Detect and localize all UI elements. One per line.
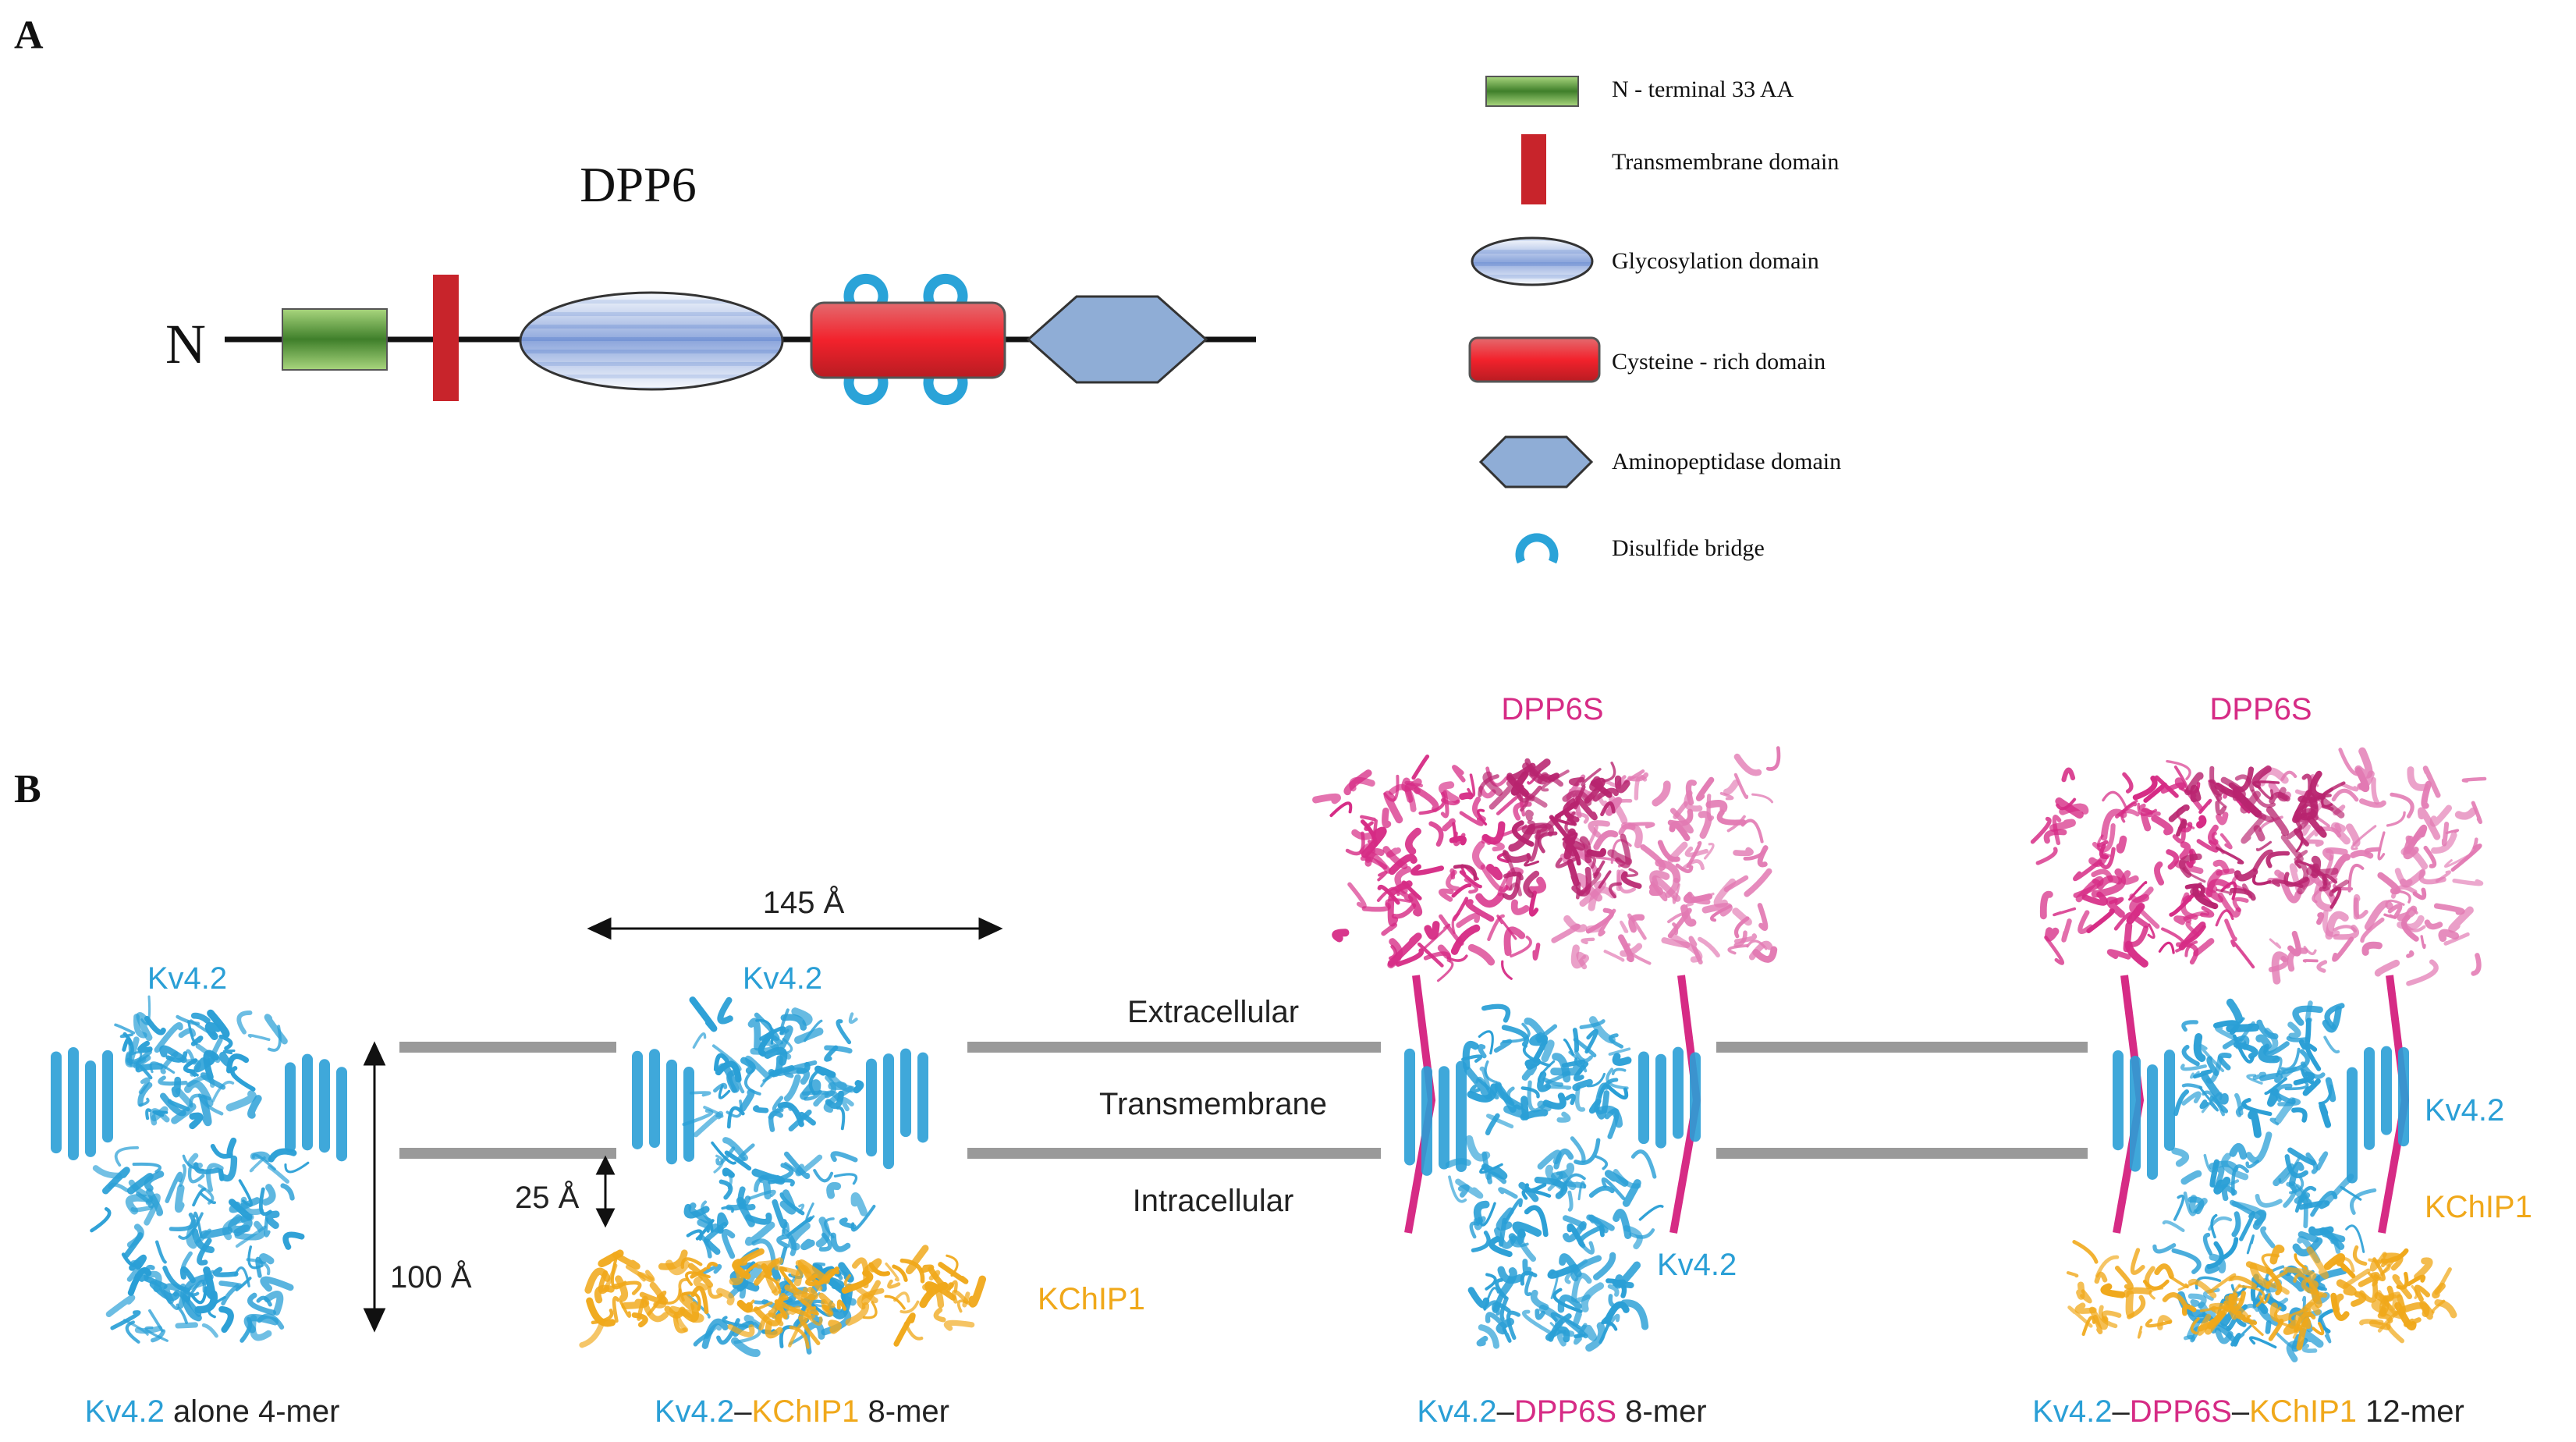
caption-part: 8-mer — [1616, 1394, 1707, 1429]
caption-part: – — [2112, 1394, 2130, 1429]
kchip1-label-2: KChIP1 — [1038, 1282, 1145, 1316]
caption-part: – — [1497, 1394, 1515, 1429]
caption-1: Kv4.2 alone 4-mer — [85, 1394, 340, 1429]
caption-part: DPP6S — [2130, 1394, 2232, 1429]
caption-part: – — [2232, 1394, 2250, 1429]
legend-label: Disulfide bridge — [1612, 535, 1765, 561]
kv42-t1-domain — [1445, 1135, 1664, 1263]
height-label: 100 Å — [390, 1259, 472, 1295]
caption-part: Kv4.2 — [85, 1394, 165, 1429]
kchip1-ring — [2066, 1240, 2457, 1351]
n-terminus-label: N — [165, 313, 206, 375]
red-rectangle-icon — [1521, 134, 1546, 204]
cysteine-rich-domain — [810, 301, 1006, 379]
kv42-label-4: Kv4.2 — [2425, 1093, 2504, 1128]
dpp6s-structure-4 — [2030, 747, 2487, 986]
membrane-lines — [399, 1042, 2088, 1159]
gap-dimension — [595, 1155, 616, 1228]
legend-label: Transmembrane domain — [1612, 149, 1839, 175]
kv42-pore-core — [114, 995, 288, 1130]
caption-part: KChIP1 — [2249, 1394, 2357, 1429]
blue-hexagon-icon — [1478, 435, 1594, 488]
legend-label: Glycosylation domain — [1612, 248, 1819, 274]
kv42-helices-left — [1404, 1048, 1467, 1176]
kv42-cytoplasmic-domain — [1467, 1252, 1649, 1352]
caption-4: Kv4.2–DPP6S–KChIP1 12-mer — [2032, 1394, 2464, 1429]
dpp6s-lobe-left — [2030, 759, 2255, 969]
dpp6s-label-4: DPP6S — [2209, 692, 2312, 726]
dpp6s-lobe-right — [1551, 746, 1781, 970]
kv42-helices-right — [1638, 1046, 1701, 1149]
legend-label: Aminopeptidase domain — [1612, 449, 1841, 474]
kv42-t1-domain — [90, 1137, 310, 1264]
kv42-pore-core — [682, 996, 864, 1138]
striped-ellipse-icon — [1471, 236, 1594, 286]
caption-part: 12-mer — [2357, 1394, 2464, 1429]
caption-part: alone 4-mer — [165, 1394, 340, 1429]
width-label: 145 Å — [763, 885, 845, 920]
protein-structures — [51, 746, 2487, 1362]
kv42-helices-right — [866, 1048, 928, 1170]
dpp6s-lobe-center — [2168, 765, 2350, 910]
extracellular-label: Extracellular — [1127, 995, 1299, 1029]
dpp6s-lobe-center — [1453, 758, 1642, 900]
domain-diagram — [225, 273, 1256, 406]
width-dimension — [587, 917, 1003, 940]
height-dimension — [363, 1041, 386, 1333]
green-bar-icon — [1485, 76, 1579, 107]
caption-part: – — [734, 1394, 752, 1429]
panel-b-letter: B — [14, 767, 41, 812]
caption-part: KChIP1 — [752, 1394, 860, 1429]
kv42-pore-core — [2173, 998, 2345, 1138]
caption-part: DPP6S — [1514, 1394, 1616, 1429]
red-rounded-bar-icon — [1468, 336, 1601, 383]
kv42-helices-left — [51, 1046, 113, 1160]
transmembrane-domain — [433, 275, 459, 401]
dpp6s-structure-3 — [1312, 746, 1781, 982]
dpp6s-lobe-right — [2258, 747, 2487, 986]
kv42-t1-domain — [683, 1137, 876, 1268]
kchip1-label-4: KChIP1 — [2425, 1190, 2532, 1224]
legend-label: Cysteine - rich domain — [1612, 349, 1826, 375]
kv42-helices-right — [285, 1053, 347, 1162]
kchip1-structure-2 — [579, 1245, 987, 1349]
caption-part: 8-mer — [859, 1394, 949, 1429]
kv42-label-1: Kv4.2 — [147, 961, 227, 996]
kchip1-structure-4 — [2066, 1240, 2457, 1351]
kv42-cytoplasmic-domain — [105, 1238, 294, 1344]
legend-label: N - terminal 33 AA — [1612, 76, 1794, 102]
caption-2: Kv4.2–KChIP1 8-mer — [655, 1394, 949, 1429]
kv42-pore-core — [1461, 1003, 1632, 1139]
n-terminal-domain — [282, 308, 388, 371]
aminopeptidase-domain — [1026, 295, 1208, 384]
protein-title: DPP6 — [580, 157, 696, 212]
kv42-dpp6s-structure — [1404, 1003, 1701, 1352]
transmembrane-label: Transmembrane — [1099, 1087, 1327, 1121]
kv42-label-3: Kv4.2 — [1657, 1248, 1737, 1282]
kv42-helices-left — [2113, 1050, 2175, 1180]
dpp6s-label-3: DPP6S — [1501, 692, 1603, 726]
caption-part: Kv4.2 — [1417, 1394, 1496, 1429]
kv42-alone-structure — [51, 995, 347, 1344]
caption-3: Kv4.2–DPP6S 8-mer — [1417, 1394, 1706, 1429]
caption-part: Kv4.2 — [2032, 1394, 2112, 1429]
kv42-t1-domain — [2152, 1131, 2377, 1270]
dpp6s-lobe-left — [1312, 754, 1546, 982]
kv42-dpp6s-kchip1-structure — [2113, 998, 2409, 1362]
panel-a-letter: A — [14, 13, 44, 58]
disulfide-bridges — [843, 273, 968, 406]
kv42-helices-right — [2347, 1046, 2409, 1184]
legend: N - terminal 33 AA Transmembrane domain … — [1468, 76, 1841, 564]
caption-part: Kv4.2 — [655, 1394, 734, 1429]
kv42-helices-left — [632, 1049, 694, 1165]
glycosylation-domain — [519, 291, 784, 391]
kv42-label-2: Kv4.2 — [743, 961, 822, 996]
gap-label: 25 Å — [515, 1180, 580, 1215]
blue-loop-icon — [1515, 533, 1559, 564]
intracellular-label: Intracellular — [1133, 1184, 1294, 1218]
kchip1-ring — [579, 1245, 987, 1349]
